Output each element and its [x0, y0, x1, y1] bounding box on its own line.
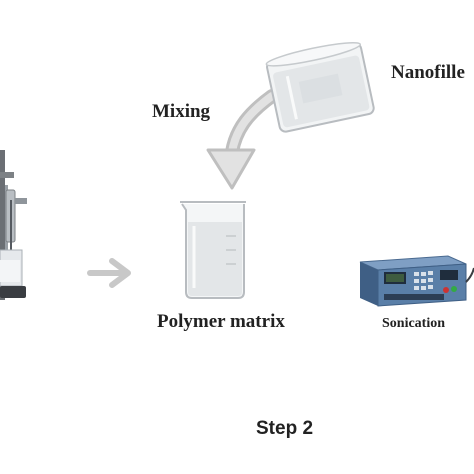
sonication-label: Sonication — [382, 316, 446, 331]
tilted-beaker-icon — [265, 41, 375, 133]
right-arrow-icon — [87, 258, 131, 288]
overhead-stirrer-icon — [0, 150, 27, 300]
sonicator-device-icon — [359, 255, 474, 307]
beaker-icon — [180, 201, 246, 299]
step-label: Step 2 — [256, 418, 314, 439]
nanofiller-label: Nanofille — [391, 62, 465, 83]
mixing-label: Mixing — [152, 101, 211, 122]
curved-arrow-icon — [206, 89, 279, 190]
polymer-matrix-label: Polymer matrix — [157, 311, 285, 332]
